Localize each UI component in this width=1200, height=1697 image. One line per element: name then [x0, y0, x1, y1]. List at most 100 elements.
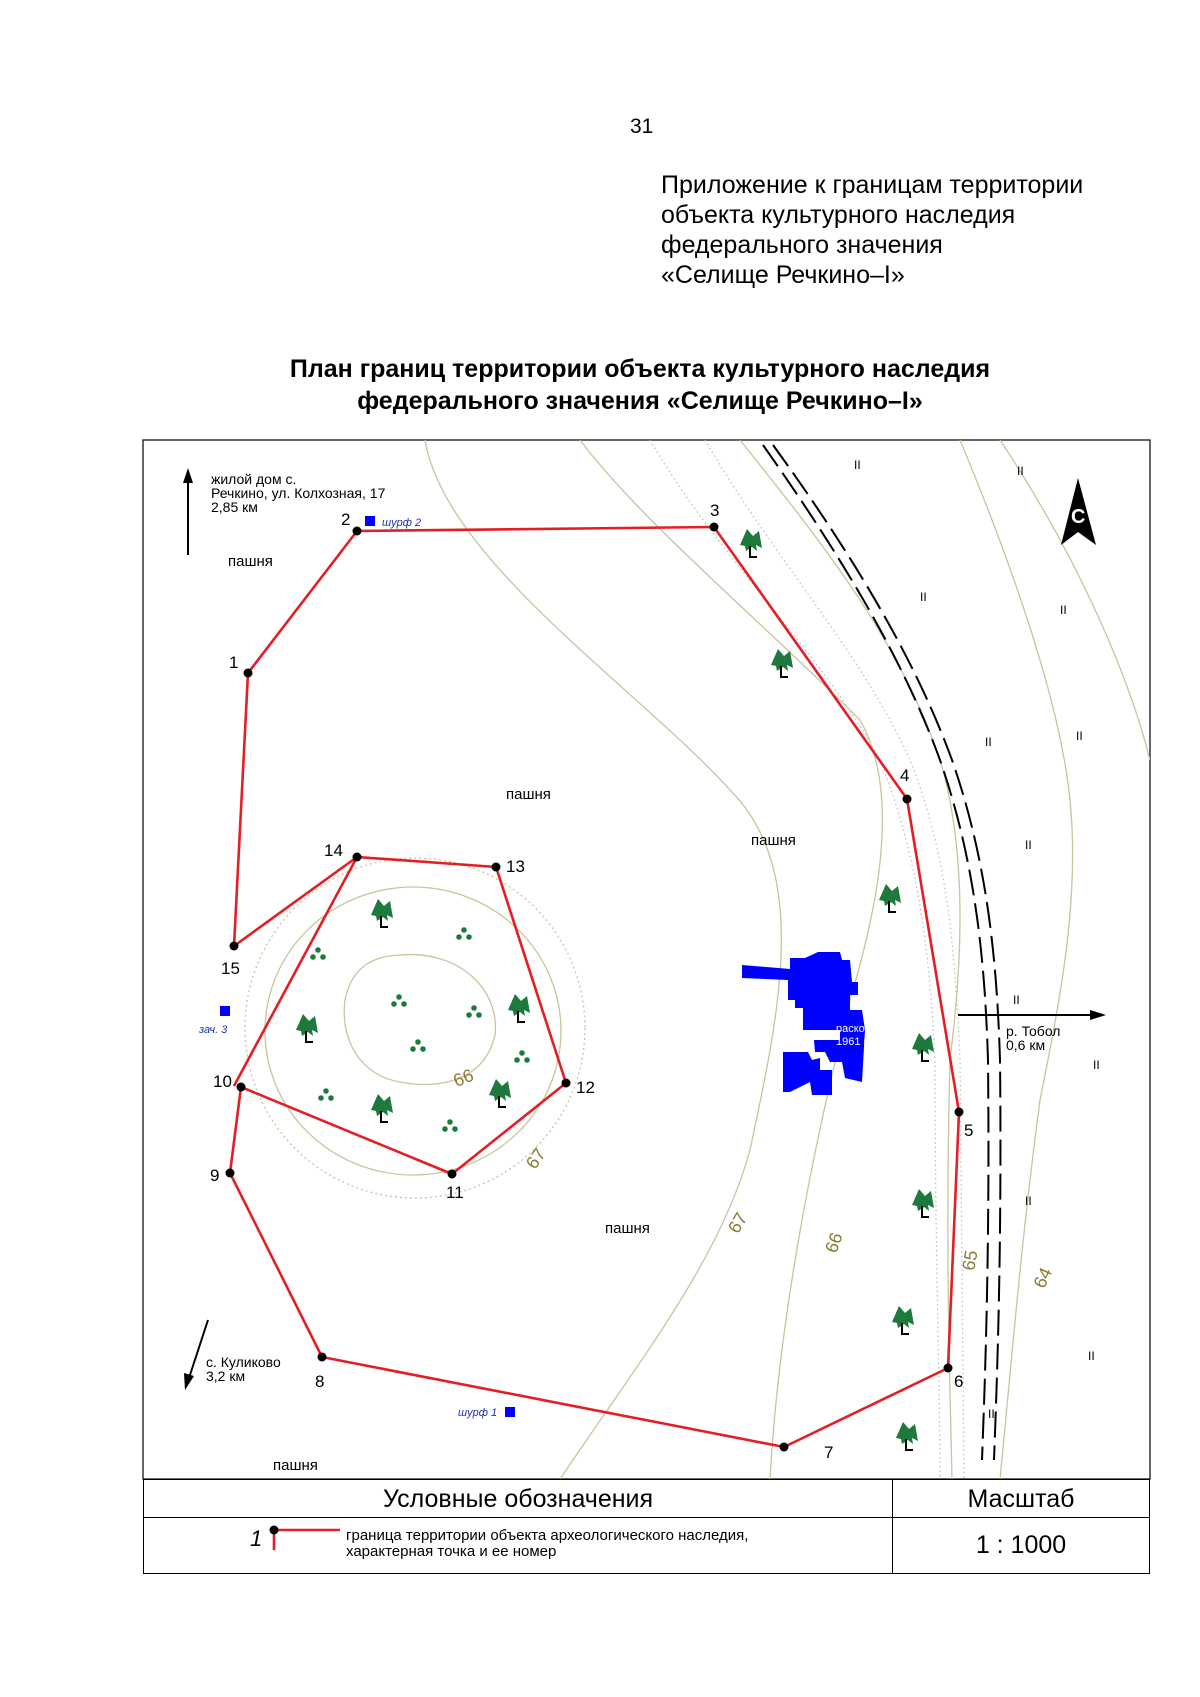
- terrain-label: пашня: [605, 1220, 650, 1237]
- embankment-edge: [762, 444, 990, 1461]
- plan-title-line: План границ территории объекта культурно…: [289, 355, 991, 383]
- boundary-point: [236, 1082, 246, 1092]
- contour-line: [579, 440, 884, 1479]
- page-number: 31: [630, 115, 654, 138]
- boundary-point: [779, 1442, 789, 1452]
- arrowhead-icon: [184, 1373, 194, 1390]
- appendix-line: объекта культурного наследия: [661, 201, 1016, 229]
- meadow-mark: II: [1076, 729, 1083, 743]
- plan-title: План границ территории объекта культурно…: [140, 353, 1140, 417]
- legend-item-text: граница территории объекта археологическ…: [346, 1528, 748, 1560]
- contour-line: [343, 953, 497, 1086]
- point-number: 11: [446, 1183, 464, 1202]
- boundary-point: [709, 522, 719, 532]
- boundary-point-numbers: 1 2 3 4 5 6 7 8 9 10 11 12 13 14 15: [210, 501, 973, 1462]
- pit-2-label: шурф 2: [382, 517, 421, 529]
- excavation-1961-part: [783, 1052, 832, 1095]
- river-direction-name: р. Тобол: [1006, 1023, 1060, 1039]
- pit-1-marker: [505, 1407, 515, 1417]
- terrain-label: пашня: [273, 1457, 318, 1474]
- point-number: 1: [229, 653, 238, 672]
- point-number: 12: [576, 1078, 595, 1097]
- excavation-year: 1961 г.: [836, 1036, 869, 1048]
- map-frame: [142, 439, 1151, 1480]
- clearing-3-label: зач. 3: [198, 1024, 228, 1036]
- boundary-point: [447, 1169, 457, 1179]
- meadow-mark: II: [1060, 603, 1067, 617]
- point-number: 9: [210, 1166, 219, 1185]
- river-direction-distance: 0,6 км: [1006, 1037, 1045, 1053]
- appendix-line: федерального значения: [661, 231, 943, 259]
- boundary-point: [352, 526, 362, 536]
- point-number: 14: [324, 841, 343, 860]
- north-arrow-icon: С: [1061, 478, 1096, 545]
- contour-line: [424, 440, 782, 1479]
- pit-2-marker: [365, 516, 375, 526]
- point-number: 10: [213, 1072, 232, 1091]
- contour-line: [244, 857, 586, 1199]
- boundary-point: [902, 794, 912, 804]
- embankment-edge: [772, 444, 1002, 1461]
- meadow-mark: II: [1093, 1058, 1100, 1072]
- legend-table: Условные обозначения Масштаб 1 граница т…: [143, 1479, 1150, 1574]
- boundary-point: [225, 1168, 235, 1178]
- meadow-symbols: II II II II II II II II II II II II: [854, 458, 1100, 1421]
- meadow-mark: II: [1025, 1194, 1032, 1208]
- appendix-line: Приложение к границам территории: [661, 171, 1084, 199]
- excavation-1961: [742, 952, 865, 1082]
- clearing-3-marker: [220, 1006, 230, 1016]
- terrain-label: пашня: [751, 832, 796, 849]
- north-label: С: [1071, 506, 1085, 528]
- boundary-point: [943, 1363, 953, 1373]
- boundary-point: [229, 941, 239, 951]
- meadow-mark: II: [1088, 1349, 1095, 1363]
- legend-item: 1 граница территории объекта археологиче…: [144, 1518, 893, 1573]
- excavation-label: раскоп: [836, 1023, 871, 1035]
- boundary-point: [352, 852, 362, 862]
- meadow-mark: II: [1025, 838, 1032, 852]
- point-number: 3: [710, 501, 719, 520]
- legend-header: Условные обозначения: [144, 1480, 893, 1518]
- arrowhead-icon: [1090, 1010, 1106, 1020]
- boundary-point: [491, 862, 501, 872]
- house-direction-line: Речкино, ул. Колхозная, 17: [211, 485, 386, 501]
- point-number: 15: [221, 959, 240, 978]
- scale-header: Масштаб: [893, 1480, 1149, 1518]
- embankment-line: [762, 444, 1002, 1461]
- arrowhead-icon: [183, 468, 193, 483]
- meadow-mark: II: [988, 1407, 995, 1421]
- terrain-label: пашня: [228, 553, 273, 570]
- meadow-mark: II: [920, 590, 927, 604]
- dirt-road: [704, 440, 965, 1479]
- boundary-point: [243, 668, 253, 678]
- point-number: 7: [824, 1443, 833, 1462]
- legend-symbol-number: 1: [250, 1526, 263, 1551]
- point-number: 5: [964, 1121, 973, 1140]
- pit-1-label: шурф 1: [458, 1407, 497, 1419]
- down-arrow-icon: [188, 1319, 209, 1379]
- direction-arrow-village: с. Куликово 3,2 км: [184, 1319, 281, 1390]
- contour-lines: [244, 440, 1150, 1479]
- house-direction-line: жилой дом с.: [211, 471, 296, 487]
- meadow-mark: II: [1017, 464, 1024, 478]
- contour-line: [739, 440, 961, 1479]
- house-direction-distance: 2,85 км: [211, 499, 258, 515]
- contour-line: [999, 440, 1150, 761]
- boundary-points: [225, 522, 964, 1452]
- village-direction-name: с. Куликово: [206, 1354, 281, 1370]
- village-direction-distance: 3,2 км: [206, 1368, 245, 1384]
- meadow-mark: II: [854, 458, 861, 472]
- point-number: 13: [506, 857, 525, 876]
- appendix-line: «Селище Речкино–I»: [661, 261, 905, 289]
- point-number: 8: [315, 1372, 324, 1391]
- terrain-label: пашня: [506, 786, 551, 803]
- boundary-point: [954, 1107, 964, 1117]
- contour-label: 65: [958, 1249, 981, 1272]
- point-number: 2: [341, 510, 350, 529]
- direction-arrow-house: жилой дом с. Речкино, ул. Колхозная, 17 …: [183, 468, 386, 555]
- point-number: 6: [954, 1372, 963, 1391]
- legend-item-line: граница территории объекта археологическ…: [346, 1527, 749, 1544]
- appendix-caption: Приложение к границам территории объекта…: [661, 170, 1083, 290]
- meadow-mark: II: [985, 735, 992, 749]
